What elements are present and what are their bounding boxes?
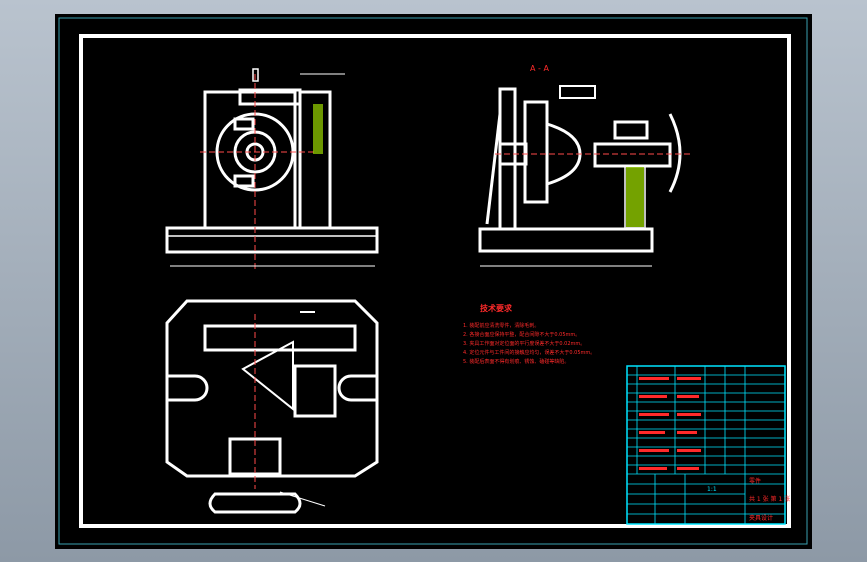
section-knob-hub <box>613 120 649 140</box>
section-rib <box>485 113 502 225</box>
tech-req-item: 4. 定位元件与工件间的接触应均匀，误差不大于0.05mm。 <box>463 349 595 356</box>
section-view: A - A <box>478 64 690 267</box>
section-top-bolt <box>559 85 596 99</box>
front-hatch-section <box>313 104 323 154</box>
top-view <box>165 299 379 514</box>
top-knob <box>208 492 302 514</box>
top-clamp-jaw <box>293 364 337 418</box>
title-block-frame <box>626 365 786 525</box>
section-screw <box>593 142 672 168</box>
front-right-upright <box>298 90 332 230</box>
outer-border <box>58 17 808 545</box>
front-pad-bottom <box>233 174 255 188</box>
top-leader-line <box>279 491 326 507</box>
top-base-plate <box>165 299 379 478</box>
front-top-pin <box>252 68 259 82</box>
top-left-slot <box>167 374 209 402</box>
title-block: 零件 共 1 张 第 1 张 夹具设计 1:1 <box>626 365 790 525</box>
tech-req-item: 1. 装配前应清洗零件，清除毛刺。 <box>463 322 539 329</box>
sheet-count: 共 1 张 第 1 张 <box>749 495 790 503</box>
front-clamp-bar <box>238 88 302 106</box>
parts-title: 零件 <box>749 477 761 485</box>
tech-req-item: 3. 夹具工作面对定位面的平行度误差不大于0.02mm。 <box>463 340 585 347</box>
section-clamp <box>523 100 549 204</box>
scale-ratio: 1:1 <box>707 486 717 493</box>
tech-req-title: 技术要求 <box>480 303 513 313</box>
front-pad-top <box>233 117 255 131</box>
front-base <box>165 226 379 254</box>
section-upright <box>498 87 517 229</box>
section-base <box>478 227 654 253</box>
top-v-block <box>241 340 294 412</box>
section-hatch-post <box>624 165 646 229</box>
title-block-grid <box>627 474 785 524</box>
inner-frame <box>79 34 791 528</box>
top-right-slot <box>337 374 377 402</box>
parts-list-marks <box>639 377 701 470</box>
cad-drawing: A - A 技术要求 1. 装配前应清洗零件，清除毛刺。 2. 各接合面应保持平… <box>58 17 808 545</box>
front-left-upright <box>203 90 297 228</box>
top-screw-housing <box>228 437 282 476</box>
drawing-note: 夹具设计 <box>749 514 773 522</box>
front-view <box>165 68 379 269</box>
parts-list-rows <box>627 366 785 475</box>
section-label: A - A <box>530 64 549 73</box>
top-clamp-bar <box>203 324 357 352</box>
tech-req-item: 5. 装配后表面不得有划痕、锈蚀、磕碰等缺陷。 <box>463 358 569 365</box>
drawing-sheet: A - A 技术要求 1. 装配前应清洗零件，清除毛刺。 2. 各接合面应保持平… <box>55 14 812 549</box>
tech-requirements: 技术要求 1. 装配前应清洗零件，清除毛刺。 2. 各接合面应保持平整，配合间隙… <box>463 303 595 365</box>
tech-req-item: 2. 各接合面应保持平整，配合间隙不大于0.05mm。 <box>463 331 580 338</box>
